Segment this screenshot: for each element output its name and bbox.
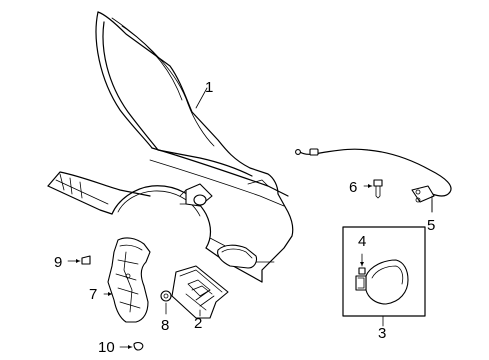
callout-10: 10 [98, 339, 115, 356]
callout-2: 2 [194, 315, 202, 332]
clip [119, 341, 144, 351]
callout-5: 5 [427, 217, 435, 234]
callout-4: 4 [358, 233, 366, 250]
callout-8: 8 [161, 317, 169, 334]
fuel-door-housing [171, 265, 229, 319]
quarter-panel [47, 11, 294, 283]
callout-6: 6 [349, 179, 357, 196]
callout-3: 3 [378, 325, 386, 342]
callout-1: 1 [205, 79, 213, 96]
nut [160, 290, 172, 315]
splash-shield [103, 237, 151, 323]
screw [363, 179, 383, 199]
fuel-door-assembly [355, 259, 409, 305]
callout-9: 9 [54, 254, 62, 271]
bolt [67, 255, 91, 265]
fuel-door-spring [358, 253, 366, 275]
callout-7: 7 [89, 286, 97, 303]
release-cable [295, 148, 452, 213]
fuel-door-box [342, 226, 426, 327]
